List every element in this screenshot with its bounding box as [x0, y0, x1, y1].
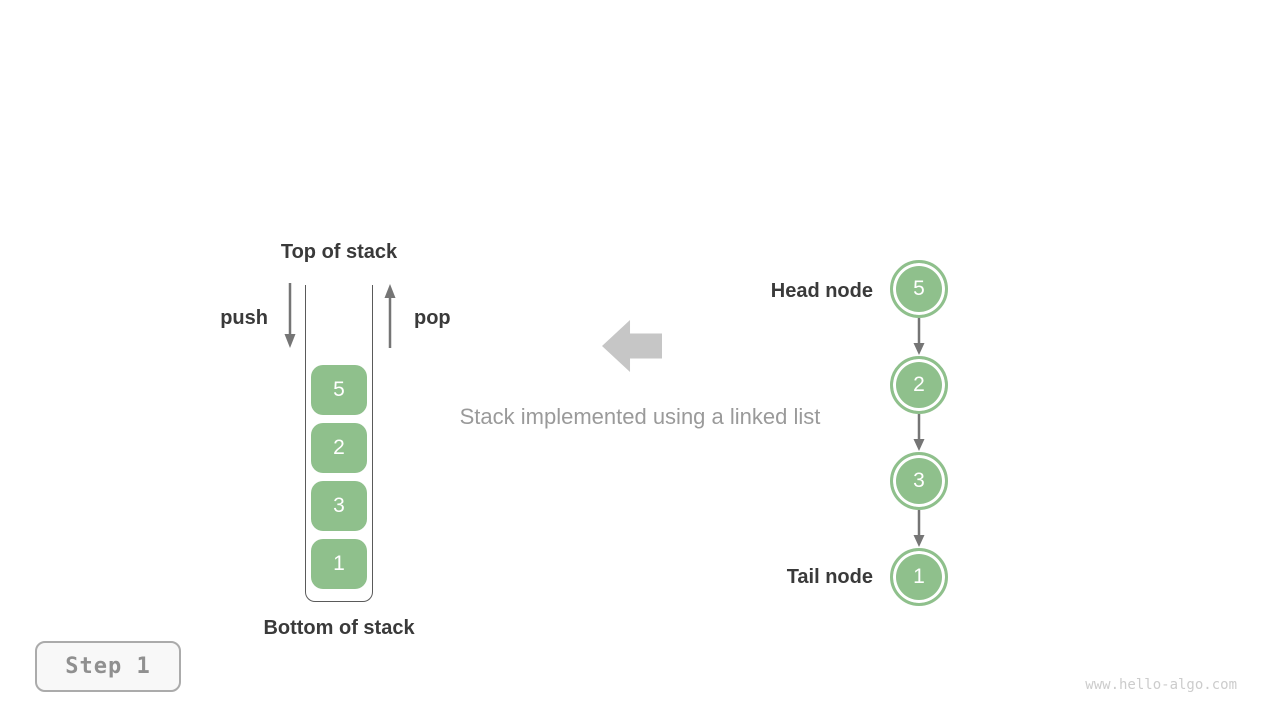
- left-block-arrow-icon: [602, 320, 662, 372]
- stack-item: 5: [311, 365, 367, 415]
- stack-item: 1: [311, 539, 367, 589]
- head-node-label: Head node: [770, 280, 873, 302]
- step-badge: Step 1: [35, 641, 181, 692]
- link-down-arrow-icon: [911, 318, 927, 361]
- diagram-caption: Stack implemented using a linked list: [459, 404, 821, 429]
- pop-up-arrow-icon: [382, 283, 398, 354]
- stack-item: 3: [311, 481, 367, 531]
- linked-list-node: 5: [890, 260, 948, 318]
- linked-list-node: 1: [890, 548, 948, 606]
- stack-top-label: Top of stack: [280, 241, 398, 263]
- link-down-arrow-icon: [911, 510, 927, 553]
- push-down-arrow-icon: [282, 283, 298, 354]
- push-label: push: [220, 307, 268, 329]
- stack-container: 5 2 3 1: [305, 285, 373, 602]
- linked-list-node: 2: [890, 356, 948, 414]
- tail-node-label: Tail node: [786, 566, 873, 588]
- stack-item: 2: [311, 423, 367, 473]
- pop-label: pop: [414, 307, 451, 329]
- linked-list-node: 3: [890, 452, 948, 510]
- stack-bottom-label: Bottom of stack: [263, 617, 415, 639]
- watermark-text: www.hello-algo.com: [1085, 677, 1237, 693]
- link-down-arrow-icon: [911, 414, 927, 457]
